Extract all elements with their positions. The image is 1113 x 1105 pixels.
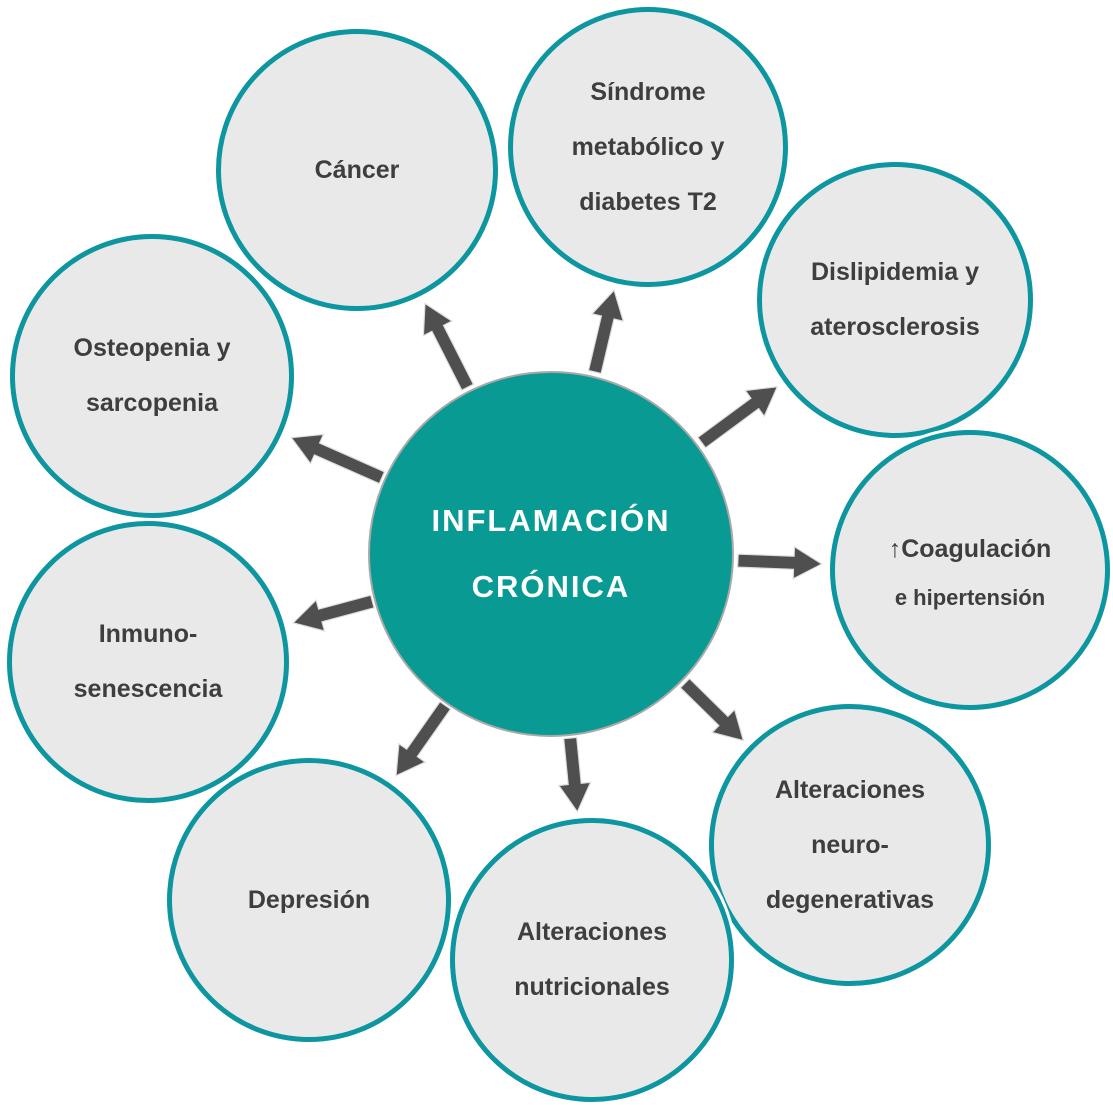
node-label-line: e hipertensión bbox=[894, 584, 1046, 610]
node-label-line: Alteraciones bbox=[774, 775, 926, 804]
node-label-line: Síndrome bbox=[590, 77, 706, 106]
node-inmunosenescencia: Inmuno- senescencia bbox=[7, 521, 289, 803]
arrow-to-nutricionales bbox=[557, 736, 592, 814]
node-osteopenia: Osteopenia y sarcopenia bbox=[10, 234, 294, 518]
arrow-to-sindrome-metabolico bbox=[587, 289, 625, 375]
node-label-line: Cáncer bbox=[314, 155, 400, 184]
center-label-line: INFLAMACIÓN bbox=[431, 503, 671, 538]
node-label-line: senescencia bbox=[73, 675, 223, 703]
node-coagulacion-hipertension: ↑Coagulación e hipertensión bbox=[830, 430, 1110, 710]
node-neurodegenerativas: Alteraciones neuro- degenerativas bbox=[709, 704, 991, 986]
node-sindrome-metabolico: Síndrome metabólico y diabetes T2 bbox=[508, 7, 788, 287]
node-label-line: Alteraciones bbox=[516, 918, 668, 946]
node-dislipidemia: Dislipidemia y aterosclerosis bbox=[757, 162, 1033, 438]
center-label-line: CRÓNICA bbox=[471, 569, 631, 604]
node-label-line: Dislipidemia y bbox=[810, 258, 980, 286]
arrow-to-neurodegenerativas bbox=[679, 677, 745, 742]
node-label-line: Depresión bbox=[247, 885, 371, 914]
node-label-line: aterosclerosis bbox=[810, 313, 980, 341]
node-label-line: nutricionales bbox=[514, 973, 670, 1001]
node-label-line: neuro- bbox=[811, 830, 889, 859]
arrow-to-dislipidemia bbox=[696, 386, 779, 449]
node-label-line: metabólico y bbox=[571, 132, 725, 161]
node-label-line: degenerativas bbox=[765, 885, 935, 914]
node-center-inflamacion-cronica: INFLAMACIÓN CRÓNICA bbox=[368, 371, 734, 737]
arrow-to-osteopenia bbox=[290, 433, 386, 485]
node-cancer: Cáncer bbox=[216, 29, 498, 311]
node-label-line: Inmuno- bbox=[98, 620, 198, 648]
arrow-to-inmunosenescencia bbox=[292, 594, 375, 632]
node-depresion: Depresión bbox=[167, 758, 451, 1042]
node-nutricionales: Alteraciones nutricionales bbox=[450, 818, 734, 1102]
node-label-line: diabetes T2 bbox=[579, 187, 717, 216]
arrow-to-depresion bbox=[395, 700, 452, 777]
node-label-line: ↑Coagulación bbox=[888, 534, 1052, 563]
arrow-to-coagulacion bbox=[736, 545, 824, 580]
node-label-line: sarcopenia bbox=[85, 389, 218, 417]
arrow-to-cancer bbox=[422, 302, 475, 392]
node-label-line: Osteopenia y bbox=[73, 334, 231, 362]
